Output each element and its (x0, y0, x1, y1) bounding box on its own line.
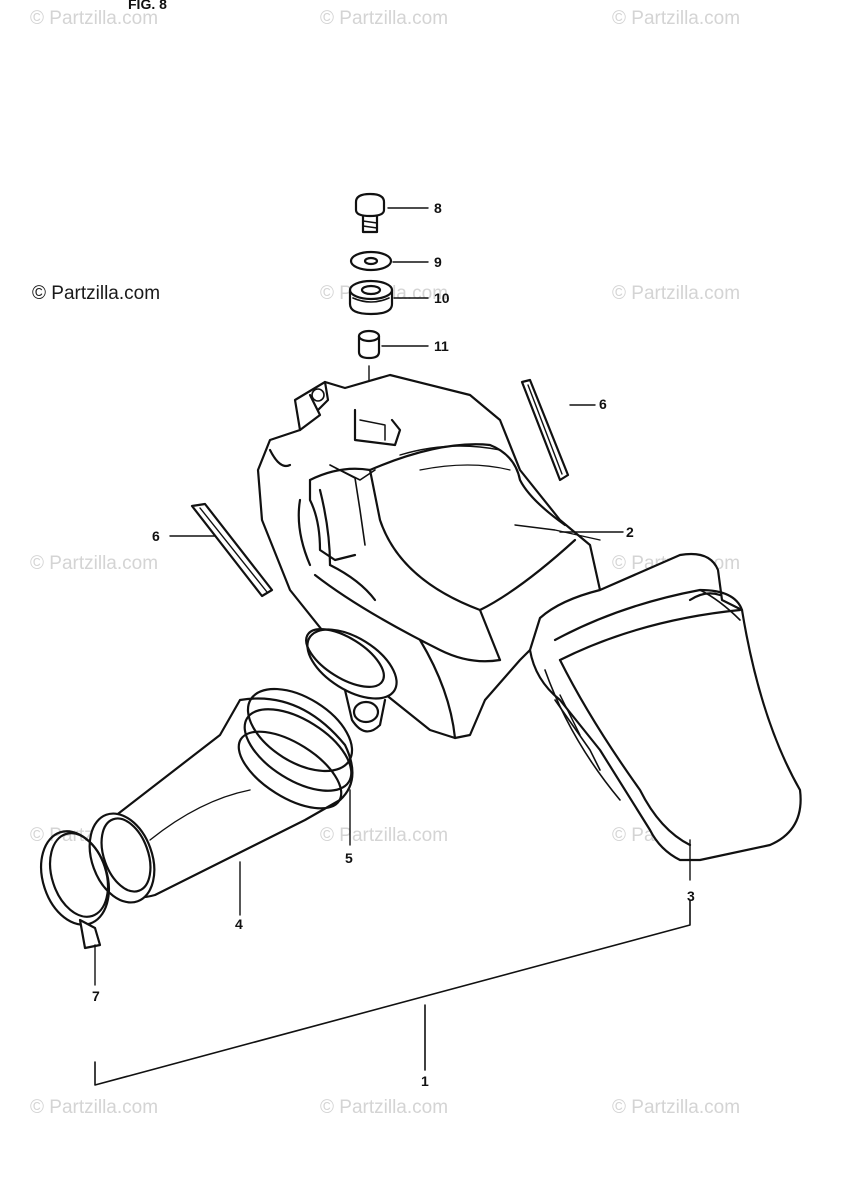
callout-3: 3 (687, 888, 695, 904)
watermark-primary: © Partzilla.com (32, 283, 161, 304)
watermark: © Partzilla.com (320, 1097, 449, 1118)
watermark: © Partzilla.com (612, 1097, 741, 1118)
watermark: © Partzilla.com (320, 825, 449, 846)
strip-part-6-right (520, 378, 596, 482)
figure-label: FIG. 8 (128, 0, 167, 12)
callout-11: 11 (434, 338, 449, 354)
hose-clamp-part-7 (40, 830, 110, 986)
grommet-part-10 (348, 279, 429, 316)
callout-10: 10 (434, 290, 450, 306)
callout-1: 1 (421, 1073, 429, 1089)
watermark: © Partzilla.com (612, 8, 741, 29)
assembly-bracket-part-1 (94, 899, 691, 1086)
washer-part-9 (349, 250, 429, 272)
watermark: © Partzilla.com (612, 283, 741, 304)
bolt-part-8 (354, 192, 429, 234)
callout-4: 4 (235, 916, 243, 932)
callout-6-right: 6 (599, 396, 607, 412)
callout-6-left: 6 (152, 528, 160, 544)
callout-9: 9 (434, 254, 442, 270)
seal-part-5 (305, 628, 398, 733)
watermark: © Partzilla.com (30, 1097, 159, 1118)
cover-part-3 (528, 552, 802, 881)
collar-part-11 (357, 329, 429, 360)
watermark: © Partzilla.com (320, 8, 449, 29)
intake-duct-part-4 (88, 687, 354, 916)
callout-8: 8 (434, 200, 442, 216)
callout-2: 2 (626, 524, 634, 540)
watermark: © Partzilla.com (30, 553, 159, 574)
watermark: © Partzilla.com (30, 8, 159, 29)
strip-part-6-left (169, 502, 274, 598)
callout-7: 7 (92, 988, 100, 1004)
callout-5: 5 (345, 850, 353, 866)
